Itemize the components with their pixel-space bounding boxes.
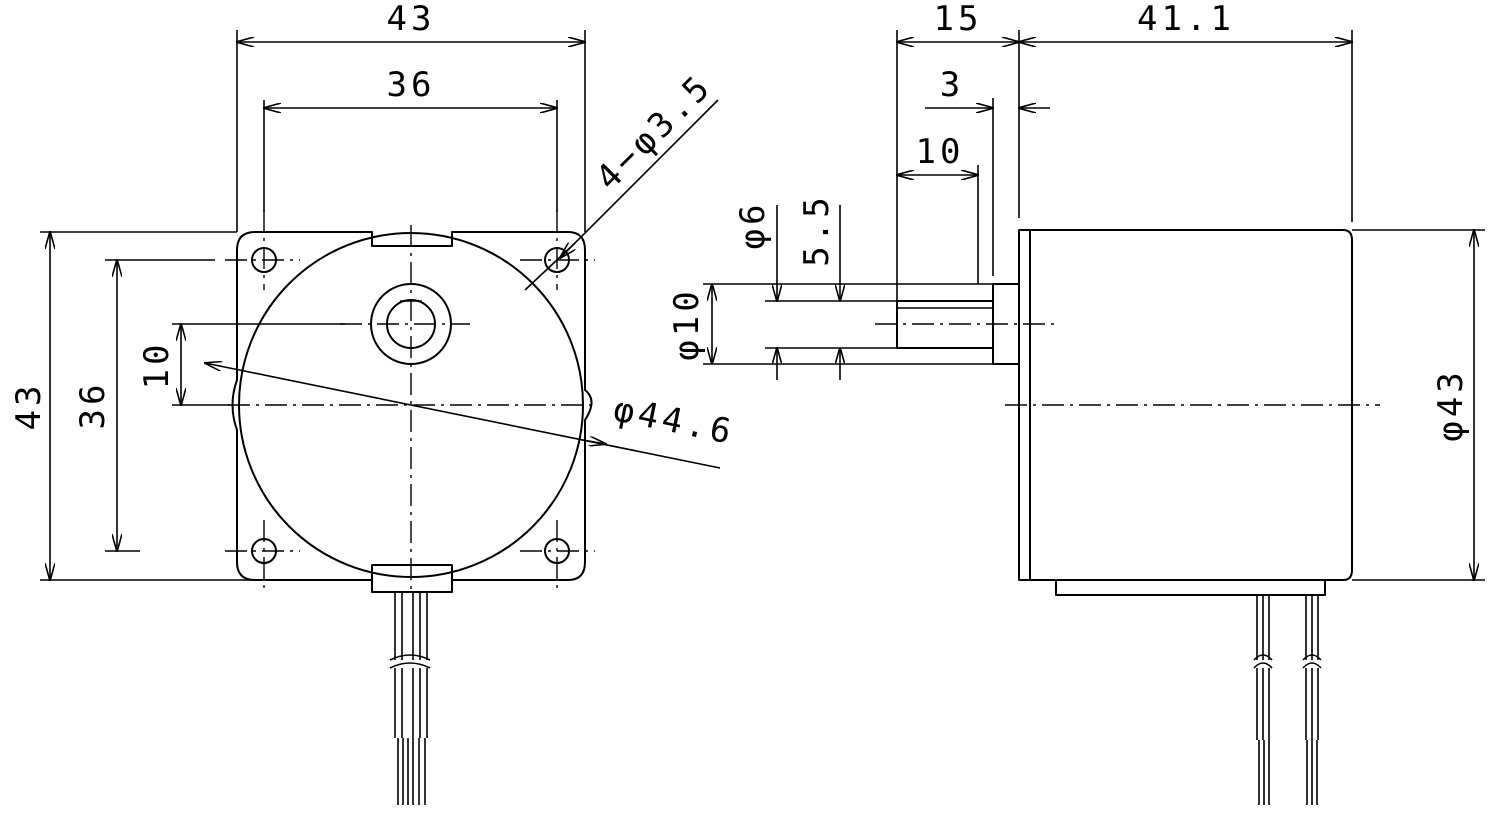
dim-body-length: 41.1 [1019,0,1352,222]
dim-label: 36 [73,381,113,430]
dim-label: 15 [934,0,983,39]
dim-boss-diameter: φ10 [667,284,712,364]
dim-flat-width: 5.5 [797,193,840,380]
motor-body [1018,229,1353,581]
dim-body-diameter: φ44.6 [205,363,738,469]
dim-label: 10 [137,341,177,390]
dim-label: 43 [9,382,49,431]
dim-label: 36 [387,65,436,105]
dim-label: 5.5 [797,193,837,266]
front-view: 43 36 43 36 10 [9,0,738,805]
dim-flat-length: 10 [897,132,978,284]
dim-label: φ6 [733,201,773,250]
dim-label: φ43 [1431,368,1471,441]
dim-shaft-offset: 10 [137,324,345,405]
hole-centerlines [225,210,595,590]
lead-wires-side [1253,595,1322,805]
terminal-box [1055,579,1326,596]
dim-hole-pitch-vertical: 36 [73,260,215,551]
mounting-plate [231,231,593,581]
dim-label: 10 [916,132,965,172]
dim-label: φ10 [667,287,707,360]
dim-label: 4−φ3.5 [588,66,720,198]
dim-label: 3 [940,65,964,105]
dim-label: φ44.6 [610,389,738,453]
dim-mounting-holes: 4−φ3.5 [524,66,720,291]
dim-label: 41.1 [1137,0,1235,39]
dim-shaft-diameter: φ6 [733,201,777,380]
dim-shaft-length: 15 [897,0,1019,301]
dim-label: 43 [387,0,436,39]
dim-height-43: 43 [9,232,255,580]
dim-width-43: 43 [237,0,585,232]
dim-body-diameter-side: φ43 [1352,230,1485,580]
lead-wires-front [371,579,453,805]
dim-hole-pitch-horizontal: 36 [264,65,557,212]
side-view: 15 41.1 3 10 φ6 [667,0,1485,805]
dim-boss-length: 3 [925,65,1050,276]
